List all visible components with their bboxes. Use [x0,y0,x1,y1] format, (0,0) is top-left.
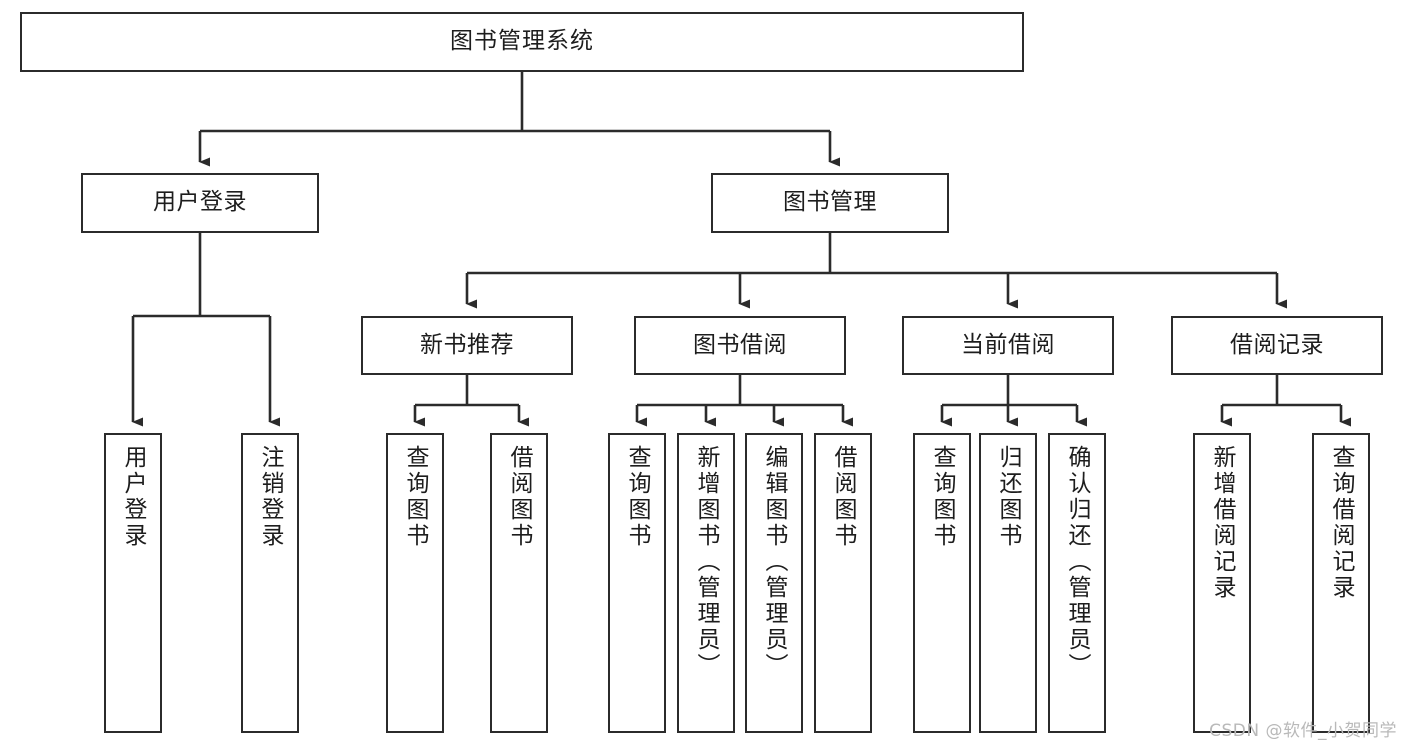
leaf-label: 借阅图书 [830,445,857,549]
node-label: 当前借阅 [961,331,1055,358]
node-label: 新书推荐 [420,331,514,358]
leaf-current-borrow-return[interactable]: 归还图书 [979,433,1037,733]
leaf-label: 确认归还（管理员） [1064,445,1091,679]
leaf-label: 查询图书 [402,445,429,549]
leaf-book-borrow-edit[interactable]: 编辑图书（管理员） [745,433,803,733]
leaf-book-borrow-borrow[interactable]: 借阅图书 [814,433,872,733]
leaf-label: 查询借阅记录 [1328,445,1355,601]
node-label: 图书管理系统 [450,28,594,55]
node-user-login[interactable]: 用户登录 [81,173,319,233]
leaf-label: 注销登录 [257,445,284,549]
leaf-borrow-record-query[interactable]: 查询借阅记录 [1312,433,1370,733]
node-current-borrow[interactable]: 当前借阅 [902,316,1114,375]
node-label: 用户登录 [153,189,247,216]
leaf-book-borrow-add[interactable]: 新增图书（管理员） [677,433,735,733]
node-root-system[interactable]: 图书管理系统 [20,12,1024,72]
node-label: 借阅记录 [1230,331,1324,358]
leaf-label: 借阅图书 [506,445,533,549]
leaf-current-borrow-query[interactable]: 查询图书 [913,433,971,733]
leaf-label: 查询图书 [624,445,651,549]
leaf-label: 新增借阅记录 [1209,445,1236,601]
node-label: 图书管理 [783,189,877,216]
node-label: 图书借阅 [693,331,787,358]
leaf-label: 查询图书 [929,445,956,549]
leaf-label: 归还图书 [995,445,1022,549]
leaf-user-login-logout[interactable]: 注销登录 [241,433,299,733]
leaf-book-borrow-query[interactable]: 查询图书 [608,433,666,733]
leaf-label: 编辑图书（管理员） [761,445,788,679]
leaf-new-book-borrow[interactable]: 借阅图书 [490,433,548,733]
node-book-management[interactable]: 图书管理 [711,173,949,233]
leaf-user-login-login[interactable]: 用户登录 [104,433,162,733]
leaf-label: 新增图书（管理员） [693,445,720,679]
leaf-current-borrow-confirm[interactable]: 确认归还（管理员） [1048,433,1106,733]
leaf-new-book-query[interactable]: 查询图书 [386,433,444,733]
watermark-text: CSDN @软件_小贺同学 [1209,721,1397,741]
leaf-borrow-record-add[interactable]: 新增借阅记录 [1193,433,1251,733]
node-book-borrow[interactable]: 图书借阅 [634,316,846,375]
node-new-book-recommend[interactable]: 新书推荐 [361,316,573,375]
leaf-label: 用户登录 [120,445,147,549]
node-borrow-record[interactable]: 借阅记录 [1171,316,1383,375]
